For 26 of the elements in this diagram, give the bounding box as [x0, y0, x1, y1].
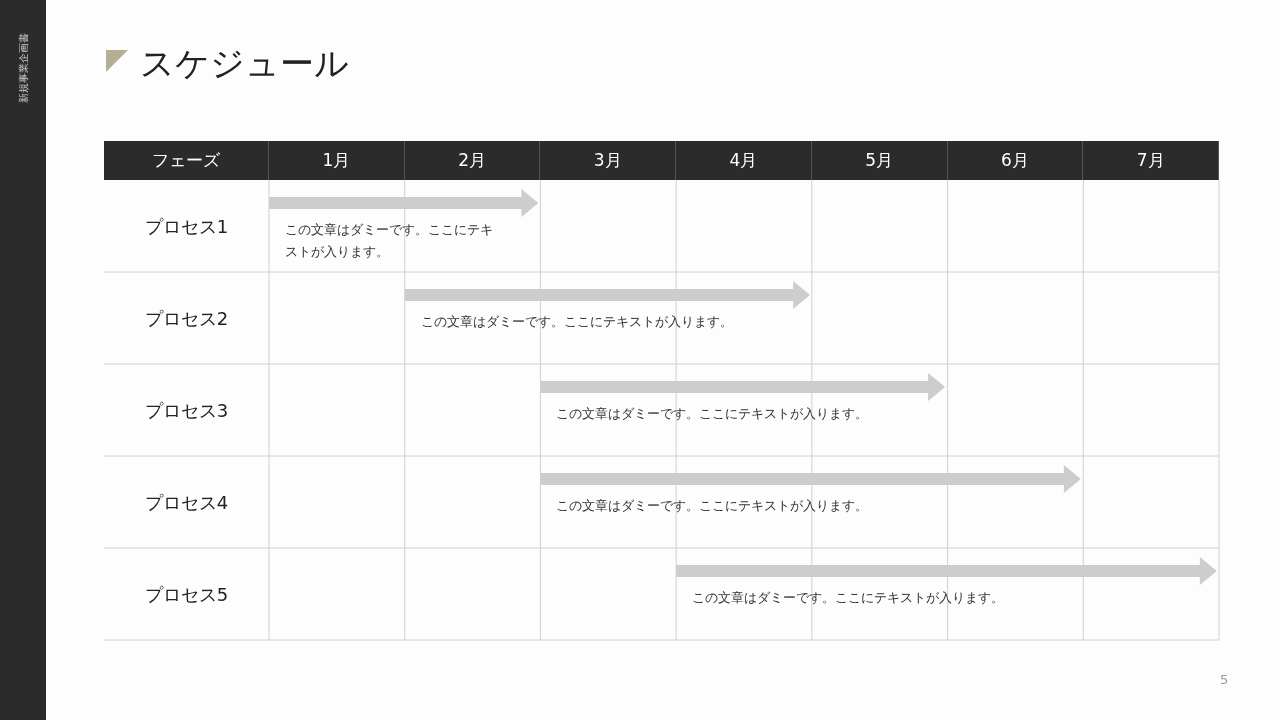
header-cell: 4月	[676, 141, 812, 180]
arrow-bar	[404, 281, 810, 309]
page-number: 5	[1220, 671, 1229, 689]
slide-title: スケジュール	[140, 42, 349, 85]
header-cell: 5月	[811, 141, 948, 180]
arrow-bar	[269, 189, 539, 217]
document-title: 新規事業企画書	[16, 33, 30, 103]
header-cell: 3月	[540, 141, 677, 180]
phase-label: プロセス2	[143, 306, 230, 331]
bar-caption: この文章はダミーです。ここにテキストが入ります。	[285, 221, 494, 261]
header-cell: 2月	[404, 141, 541, 180]
phase-label: プロセス1	[143, 214, 230, 239]
phase-label: プロセス4	[143, 490, 230, 515]
header-cell: フェーズ	[104, 141, 269, 180]
phase-label: プロセス5	[143, 582, 230, 607]
arrow-bar	[540, 465, 1082, 493]
arrow-bar	[540, 373, 946, 401]
bar-caption: この文章はダミーです。ここにテキストが入ります。	[420, 313, 733, 331]
bar-caption: この文章はダミーです。ここにテキストが入ります。	[692, 589, 1005, 607]
arrow-bar	[676, 557, 1217, 585]
bar-caption: この文章はダミーです。ここにテキストが入ります。	[556, 497, 869, 515]
header-cell: 7月	[1083, 141, 1219, 180]
bar-caption: この文章はダミーです。ここにテキストが入ります。	[556, 405, 869, 423]
header-cell: 6月	[947, 141, 1084, 180]
phase-label: プロセス3	[143, 398, 230, 423]
header-cell: 1月	[269, 141, 405, 180]
